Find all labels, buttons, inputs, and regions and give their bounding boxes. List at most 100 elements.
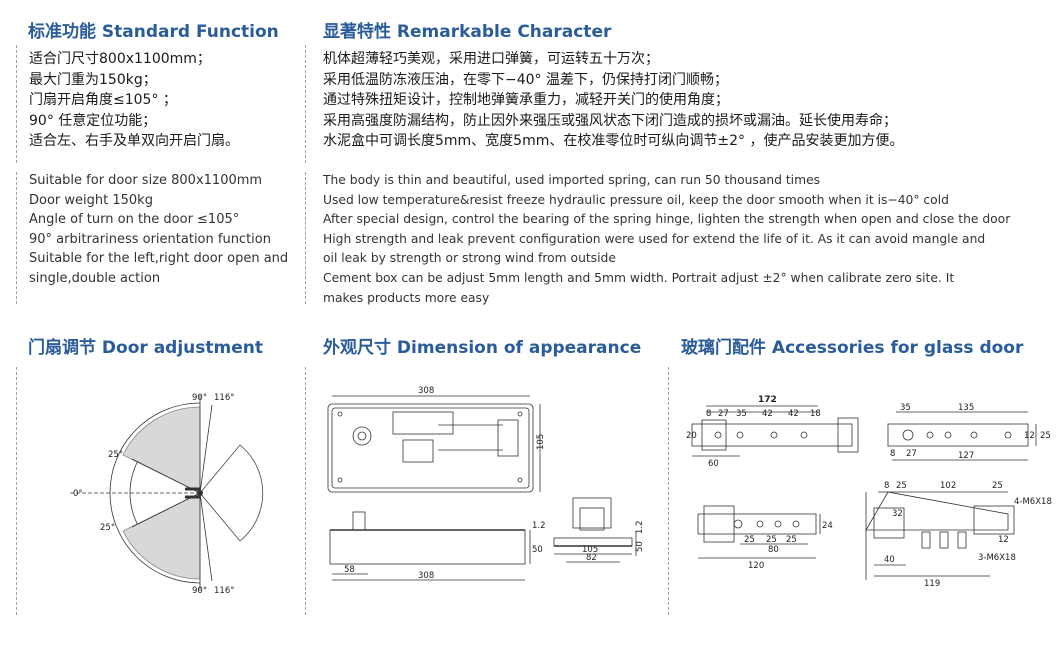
- body-side-view: [329, 529, 526, 565]
- divider: [16, 367, 17, 615]
- remarkable-en-line: High strength and leak prevent configura…: [323, 231, 986, 246]
- angle-label: 25°: [108, 450, 123, 460]
- dim-label: 40: [884, 555, 895, 565]
- dim-label: 24: [822, 521, 833, 531]
- bracket-d: [865, 491, 1009, 580]
- dim-label: 25: [766, 535, 777, 545]
- standard-cn-line: 适合左、右手及单双向开启门扇。: [29, 133, 239, 149]
- dim-label: 42: [788, 409, 799, 419]
- dim-label: 1.2: [635, 520, 645, 534]
- dim-label: 42: [762, 409, 773, 419]
- dim-label: 27: [906, 449, 917, 459]
- dim-label: 8: [890, 449, 895, 459]
- dim-label: 50: [635, 541, 645, 552]
- remarkable-cn-line: 水泥盒中可调长度5mm、宽度5mm、在校准零位时可纵向调节±2° ，使产品安装更…: [323, 133, 904, 149]
- line-25-bottom: [131, 492, 201, 528]
- standard-function-title: 标准功能 Standard Function: [28, 22, 279, 42]
- divider: [305, 172, 306, 304]
- angle-label: 90°: [192, 586, 207, 596]
- standard-cn-line: 最大门重为150kg；: [29, 71, 157, 88]
- dim-label: 172: [758, 395, 777, 405]
- door-adjustment-title: 门扇调节 Door adjustment: [28, 338, 263, 358]
- dim-label: 308: [418, 571, 434, 581]
- angle-label: 90°: [192, 393, 207, 403]
- standard-en-line: Angle of turn on the door ≤105°: [29, 212, 240, 228]
- body-top-view: [327, 403, 534, 493]
- remarkable-cn-list: 机体超薄轻巧美观，采用进口弹簧，可运转五十万次； 采用低温防冻液压油，在零下−4…: [323, 49, 903, 152]
- remarkable-en-line: Used low temperature&resist freeze hydra…: [323, 192, 949, 207]
- dim-label: 308: [418, 386, 434, 396]
- line-116-top: [199, 404, 213, 494]
- dim-label: 120: [748, 561, 764, 571]
- dim-label: 25: [992, 481, 1003, 491]
- standard-en-line: single,double action: [29, 270, 161, 286]
- dim-label: 20: [686, 431, 697, 441]
- divider: [305, 45, 306, 163]
- shaded-sector: [122, 406, 201, 494]
- dim-label: 8: [706, 409, 711, 419]
- dim-label: 27: [718, 409, 729, 419]
- dimension-title: 外观尺寸 Dimension of appearance: [323, 338, 642, 358]
- dim-label: 50: [532, 545, 543, 555]
- standard-cn-line: 门扇开启角度≤105° ；: [29, 92, 177, 108]
- accessories-diagram: 172 8 27 35 42 42 18 20 60 35 135 12 25 …: [686, 395, 1052, 589]
- dim-label: 25: [744, 535, 755, 545]
- standard-en-line: Suitable for door size 800x1100mm: [29, 173, 263, 188]
- bracket-a: [691, 423, 853, 447]
- dim-label: 4-M6X18: [1014, 497, 1052, 507]
- divider: [668, 367, 669, 615]
- dim-label: 25: [786, 535, 797, 545]
- divider: [305, 367, 306, 615]
- standard-en-line: Door weight 150kg: [29, 192, 153, 208]
- shaded-sector: [122, 492, 201, 580]
- dim-label: 12: [1024, 431, 1035, 441]
- remarkable-en-line: makes products more easy: [323, 290, 490, 305]
- dim-label: 35: [736, 409, 747, 419]
- remarkable-cn-line: 机体超薄轻巧美观，采用进口弹簧，可运转五十万次；: [323, 51, 659, 67]
- standard-en-line: Suitable for the left,right door open an…: [29, 251, 289, 267]
- dimension-diagram: 308 105 1.2 50 58 308 105 82 50 1.2: [327, 386, 645, 581]
- bracket-b: [887, 423, 1029, 447]
- standard-cn-line: 90° 任意定位功能；: [29, 112, 157, 129]
- dim-label: 127: [958, 451, 974, 461]
- angle-label: 0°: [73, 489, 83, 499]
- dim-label: 8: [884, 481, 889, 491]
- standard-cn-list: 适合门尺寸800x1100mm； 最大门重为150kg； 门扇开启角度≤105°…: [29, 49, 239, 152]
- standard-en-list: Suitable for door size 800x1100mm Door w…: [29, 171, 288, 289]
- remarkable-en-line: oil leak by strength or strong wind from…: [323, 251, 616, 266]
- line-25-top: [131, 458, 201, 494]
- dim-label: 105: [536, 434, 546, 450]
- dim-label: 102: [940, 481, 956, 491]
- dim-label: 12: [998, 535, 1009, 545]
- accessories-title: 玻璃门配件 Accessories for glass door: [681, 338, 1024, 358]
- dim-label: 80: [768, 545, 779, 555]
- divider: [16, 45, 17, 163]
- remarkable-cn-line: 采用低温防冻液压油，在零下−40° 温差下，仍保持打闭门顺畅；: [323, 71, 728, 88]
- dim-label: 35: [900, 403, 911, 413]
- dim-label: 82: [586, 553, 597, 563]
- dim-label: 60: [708, 459, 719, 469]
- remarkable-en-line: After special design, control the bearin…: [323, 212, 1011, 227]
- dim-label: 32: [892, 509, 903, 519]
- bracket-c: [697, 513, 817, 535]
- door-adjustment-diagram: 90° 116° 25° 0° 25° 90° 116°: [70, 393, 264, 596]
- dim-label: 105: [582, 545, 598, 555]
- line-116-bottom: [199, 492, 213, 582]
- angle-label: 116°: [214, 586, 234, 596]
- dim-label: 25: [1040, 431, 1051, 441]
- dim-label: 18: [810, 409, 821, 419]
- dim-label: 25: [896, 481, 907, 491]
- remarkable-cn-line: 采用高强度防漏结构，防止因外来强压或强风状态下闭门造成的损坏或漏油。延长使用寿命…: [323, 112, 897, 129]
- remarkable-character-title: 显著特性 Remarkable Character: [323, 22, 612, 42]
- dim-label: 1.2: [532, 521, 546, 531]
- standard-en-line: 90° arbitrariness orientation function: [29, 231, 271, 247]
- dim-label: 3-M6X18: [978, 553, 1016, 563]
- angle-label: 25°: [100, 523, 115, 533]
- remarkable-en-list: The body is thin and beautiful, used imp…: [323, 171, 1010, 308]
- angle-label: 116°: [214, 393, 234, 403]
- remarkable-en-line: The body is thin and beautiful, used imp…: [323, 173, 821, 187]
- pivot-point: [197, 490, 203, 496]
- remarkable-cn-line: 通过特殊扭矩设计，控制地弹簧承重力，减轻开关门的使用角度；: [323, 92, 729, 108]
- standard-cn-line: 适合门尺寸800x1100mm；: [29, 51, 211, 67]
- dim-label: 119: [924, 579, 940, 589]
